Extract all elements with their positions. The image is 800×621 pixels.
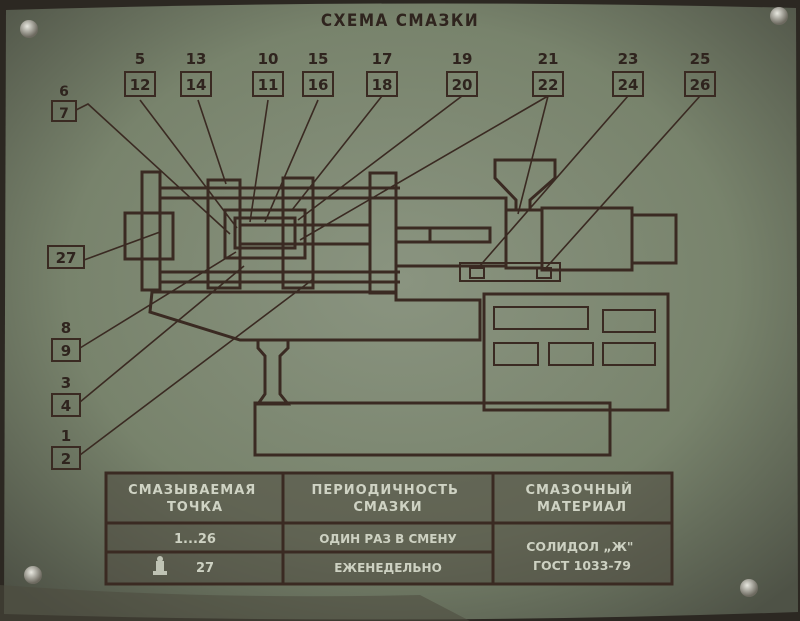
callout-top-number: 5 [135, 50, 145, 68]
callout-top-number: 19 [452, 50, 473, 68]
callout-bottom-number: 18 [372, 76, 393, 94]
callout-bottom-number: 11 [258, 76, 279, 94]
svg-text:9: 9 [61, 342, 71, 360]
callout-5-12: 512 [124, 50, 156, 97]
callout-top-number: 13 [186, 50, 207, 68]
svg-text:6: 6 [59, 84, 69, 100]
rear-plate [140, 170, 162, 292]
row2-point: 27 [196, 561, 214, 576]
lubrication-table: СМАЗЫВАЕМАЯ ТОЧКА ПЕРИОДИЧНОСТЬ СМАЗКИ С… [104, 471, 674, 586]
rear-platen [123, 211, 175, 261]
callout-top-number: 10 [258, 50, 279, 68]
row1-period: ОДИН РАЗ В СМЕНУ [319, 532, 457, 546]
callout-bottom-number: 26 [690, 76, 711, 94]
machine-drawing [123, 158, 678, 457]
grease-nipple-icon [153, 556, 167, 575]
row1-point: 1...26 [174, 532, 216, 547]
screw-icon [770, 7, 788, 25]
leader-lines [75, 95, 701, 456]
corner-screws [20, 7, 788, 597]
callout-bottom-number: 22 [538, 76, 559, 94]
callout-6-7: 6 7 [51, 84, 77, 122]
callout-bottom-number: 12 [130, 76, 151, 94]
callout-top-number: 25 [690, 50, 711, 68]
callout-bottom-number: 24 [618, 76, 639, 94]
svg-text:4: 4 [61, 397, 71, 415]
callout-8-9: 8 9 [51, 319, 81, 362]
hopper [493, 158, 557, 212]
callout-1-2: 1 2 [51, 427, 81, 470]
material-value: СОЛИДОЛ „Ж" ГОСТ 1033-79 [526, 539, 638, 573]
callout-3-4: 3 4 [51, 374, 81, 417]
callout-top-number: 23 [618, 50, 639, 68]
svg-text:2: 2 [61, 450, 71, 468]
callout-bottom-number: 14 [186, 76, 207, 94]
plate-surface [4, 3, 798, 620]
screw-icon [24, 566, 42, 584]
svg-text:8: 8 [61, 319, 71, 337]
header-period: ПЕРИОДИЧНОСТЬ СМАЗКИ [312, 483, 465, 515]
frame [148, 290, 482, 342]
callout-bottom-number: 20 [452, 76, 473, 94]
svg-text:1: 1 [61, 427, 71, 445]
svg-text:7: 7 [59, 106, 69, 122]
screw-icon [740, 579, 758, 597]
row2-period: ЕЖЕНЕДЕЛЬНО [334, 561, 442, 575]
diagram-title: СХЕМА СМАЗКИ [321, 11, 479, 31]
control-cabinet [482, 292, 670, 412]
svg-text:27: 27 [56, 249, 77, 267]
header-material: СМАЗОЧНЫЙ МАТЕРИАЛ [525, 482, 638, 515]
svg-text:3: 3 [61, 374, 71, 392]
callout-bottom-number: 16 [308, 76, 329, 94]
machine-base [253, 401, 612, 457]
screw-icon [20, 20, 38, 38]
callout-top-number: 17 [372, 50, 393, 68]
header-point: СМАЗЫВАЕМАЯ ТОЧКА [128, 483, 262, 515]
callout-top-number: 21 [538, 50, 559, 68]
callout-top-number: 15 [308, 50, 329, 68]
callout-27: 27 [47, 245, 85, 269]
